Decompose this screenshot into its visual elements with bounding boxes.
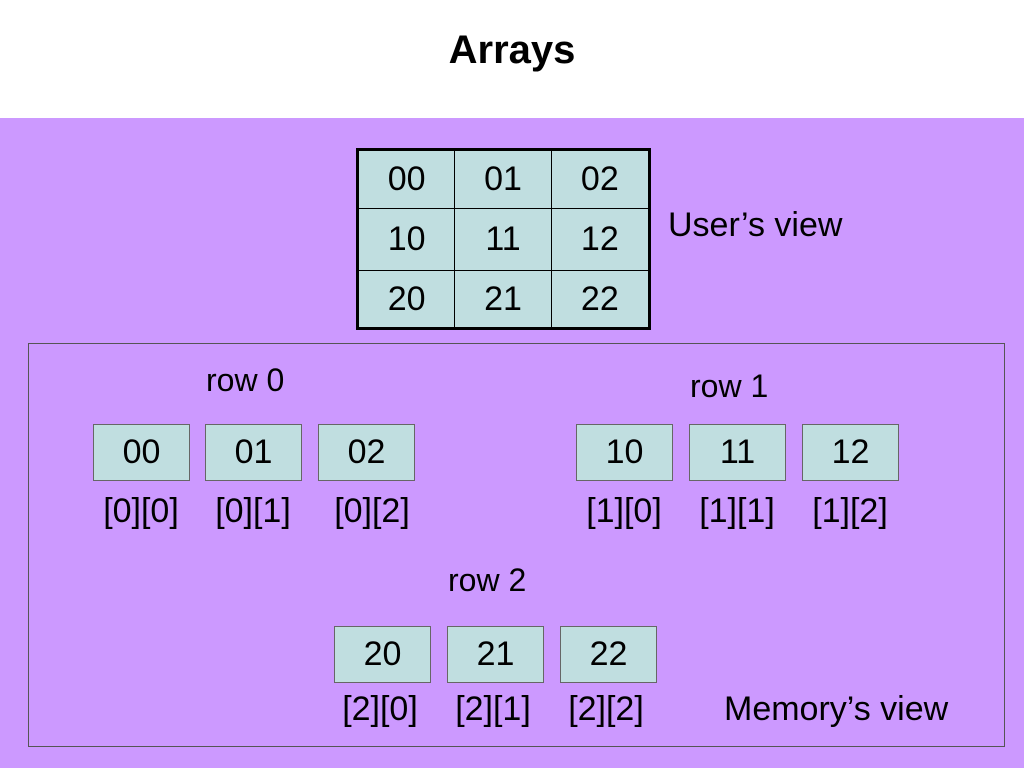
row-1-label: row 1	[690, 368, 769, 404]
memory-cell-12: 12	[802, 424, 899, 481]
grid-cell-01: 01	[455, 151, 552, 209]
users-view-label: User’s view	[668, 206, 843, 244]
grid-cell-02: 02	[551, 151, 648, 209]
grid-cell-20: 20	[359, 271, 456, 327]
grid-cell-22: 22	[580, 279, 619, 318]
memory-cell-02: 02	[318, 424, 415, 481]
memory-cell-10: 10	[576, 424, 673, 481]
index-label-1-1: [1][1]	[699, 492, 775, 530]
memory-view-box	[28, 343, 1005, 747]
index-label-0-2: [0][2]	[334, 492, 410, 530]
memory-cell-21: 21	[447, 626, 544, 683]
index-label-2-0: [2][0]	[342, 690, 418, 728]
grid-cell-00: 00	[359, 151, 456, 209]
index-label-0-0: [0][0]	[103, 492, 179, 530]
grid-cell-10: 10	[359, 209, 456, 271]
row-0-label: row 0	[206, 362, 285, 398]
index-label-2-2: [2][2]	[568, 690, 644, 728]
memory-cell-00: 00	[93, 424, 190, 481]
memory-cell-22: 22	[560, 626, 657, 683]
row-2-label: row 2	[448, 562, 527, 598]
grid-cell-12: 12	[551, 209, 648, 271]
memory-view-label: Memory’s view	[724, 690, 949, 728]
grid-cell-21: 21	[455, 271, 552, 327]
memory-cell-01: 01	[205, 424, 302, 481]
index-label-1-0: [1][0]	[586, 492, 662, 530]
memory-cell-20: 20	[334, 626, 431, 683]
index-label-0-1: [0][1]	[215, 492, 291, 530]
index-label-1-2: [1][2]	[812, 492, 888, 530]
grid-cell-11: 11	[455, 209, 552, 271]
index-label-2-1: [2][1]	[455, 690, 531, 728]
page-title: Arrays	[448, 28, 576, 72]
memory-cell-11: 11	[689, 424, 786, 481]
users-view-grid: 00 01 02 10 11 12 20 21 22	[356, 148, 651, 330]
